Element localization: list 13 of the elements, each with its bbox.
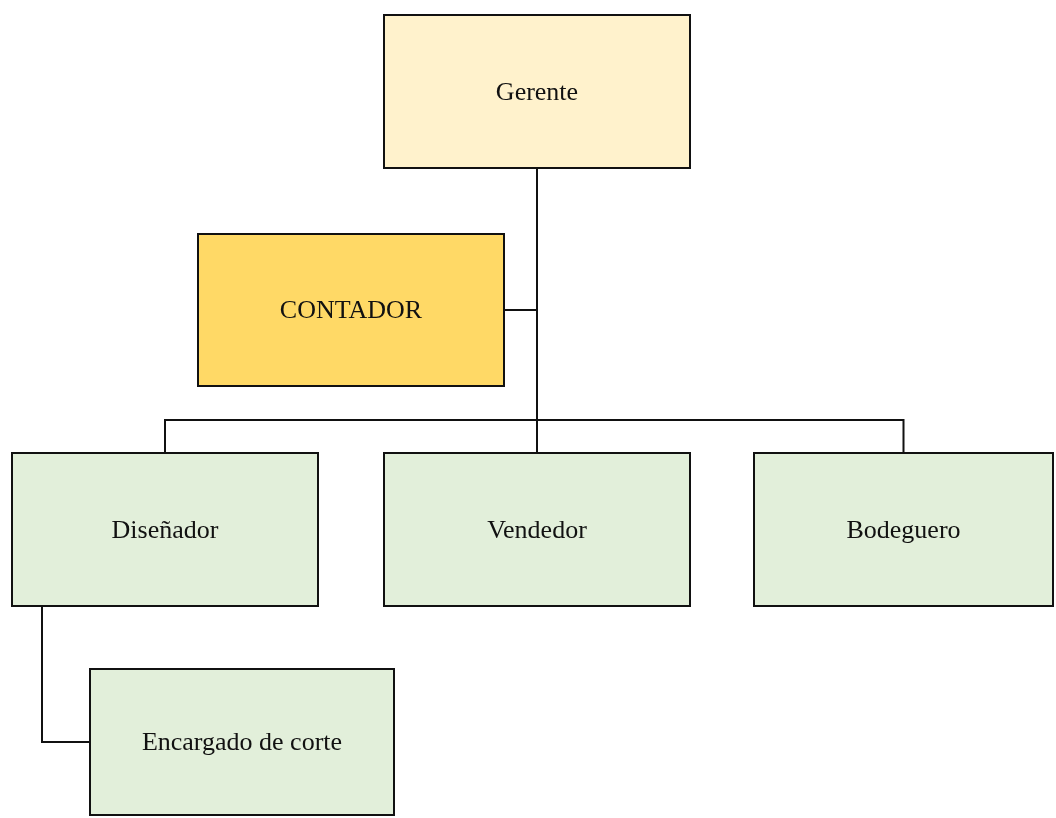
role-label: Bodeguero <box>846 514 961 545</box>
org-box <box>197 233 505 387</box>
role-label: Diseñador <box>111 514 219 545</box>
org-box <box>11 452 319 607</box>
role-label: Gerente <box>495 76 579 107</box>
org-box <box>89 668 395 816</box>
org-box <box>753 452 1054 607</box>
role-label: Encargado de corte <box>141 727 343 757</box>
connector-line <box>41 606 90 743</box>
role-label: CONTADOR <box>279 295 423 325</box>
role-label: Vendedor <box>487 514 587 545</box>
org-box <box>383 452 691 607</box>
org-box <box>383 14 691 169</box>
